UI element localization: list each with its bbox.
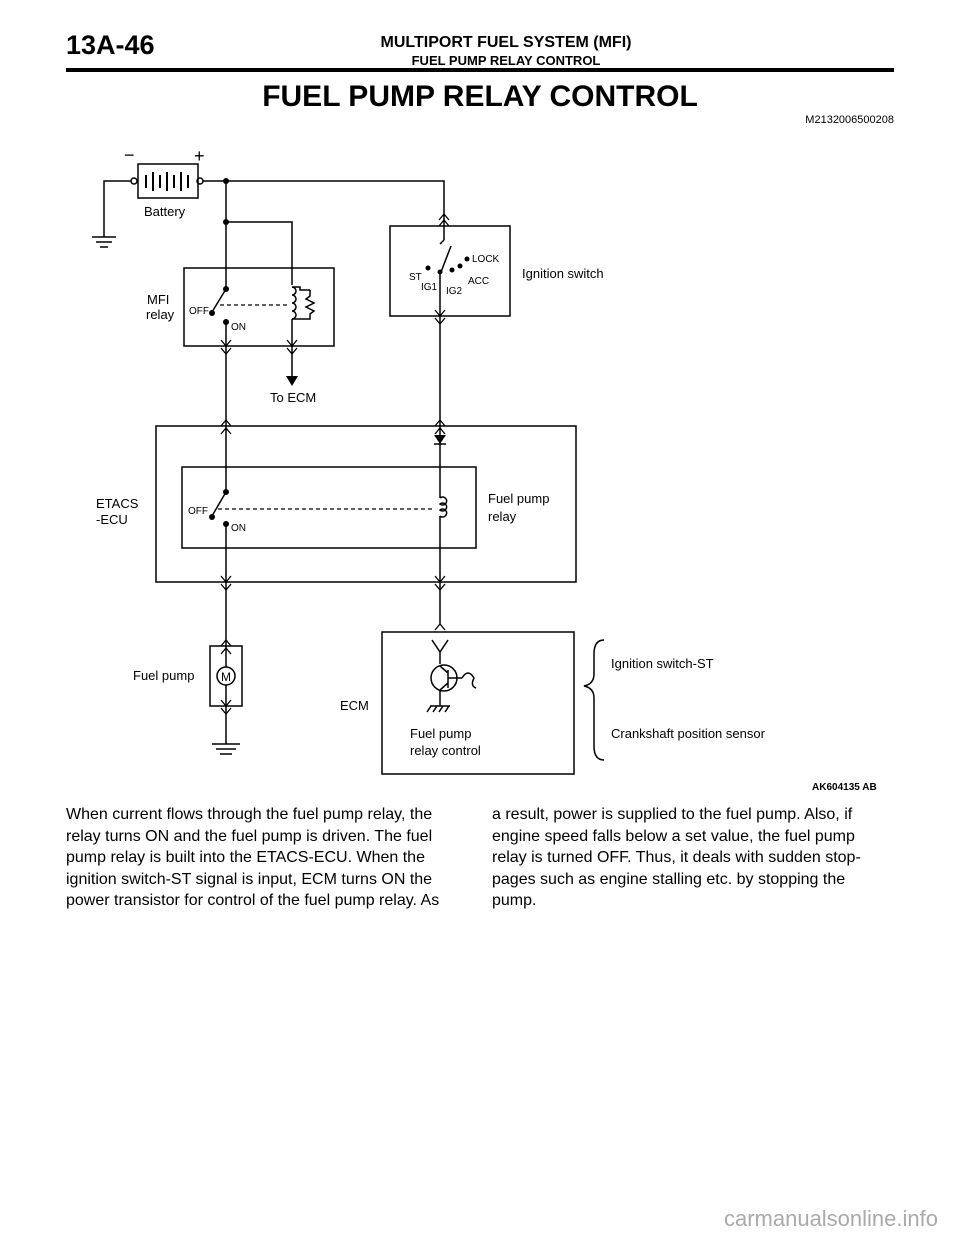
battery-plus-label: + (194, 146, 205, 166)
battery-minus-label: − (124, 145, 135, 165)
ecm-label: ECM (340, 698, 369, 713)
ig-acc-label: ACC (468, 276, 489, 287)
header-section: FUEL PUMP RELAY CONTROL (411, 53, 601, 68)
fp-relay-on-label: ON (231, 523, 246, 534)
ig-st-label: ST (409, 272, 422, 283)
fuel-pump-relay-label-2: relay (488, 509, 517, 524)
battery-symbol (137, 163, 199, 199)
body-text-right: a result, power is supplied to the fuel … (492, 806, 861, 909)
mfi-on-label: ON (231, 322, 246, 333)
battery-label: Battery (144, 204, 186, 219)
page-number: 13A-46 (66, 30, 155, 60)
fp-control-label-1: Fuel pump (410, 726, 471, 741)
mfi-relay-label-2: relay (146, 307, 175, 322)
etacs-label-1: ETACS (96, 496, 139, 511)
fuel-pump-label: Fuel pump (133, 668, 194, 683)
fuel-pump-relay-label-1: Fuel pump (488, 491, 549, 506)
fp-control-label-2: relay control (410, 743, 481, 758)
ig-lock-label: LOCK (472, 254, 500, 265)
body-text-left: When current flows through the fuel pump… (66, 806, 440, 909)
fp-relay-off-label: OFF (188, 506, 208, 517)
ig-ig2-label: IG2 (446, 286, 463, 297)
etacs-label-2: -ECU (96, 512, 128, 527)
watermark: carmanualsonline.info (723, 1206, 938, 1231)
motor-label: M (221, 670, 231, 684)
to-ecm-label: To ECM (270, 390, 316, 405)
figure-code: AK604135 AB (812, 782, 877, 793)
header-system: MULTIPORT FUEL SYSTEM (MFI) (380, 34, 632, 51)
header-rule (66, 68, 894, 72)
document-id: M2132006500208 (805, 114, 894, 126)
input-crank-label: Crankshaft position sensor (611, 726, 766, 741)
mfi-relay-label-1: MFI (147, 292, 169, 307)
ig-ig1-label: IG1 (421, 282, 438, 293)
page-title: FUEL PUMP RELAY CONTROL (262, 80, 698, 113)
mfi-off-label: OFF (189, 306, 209, 317)
wiring-diagram: − + Battery MFI relay OFF ON To ECM ST I… (92, 145, 877, 793)
input-ignition-st-label: Ignition switch-ST (611, 656, 714, 671)
ignition-switch-label: Ignition switch (522, 266, 604, 281)
